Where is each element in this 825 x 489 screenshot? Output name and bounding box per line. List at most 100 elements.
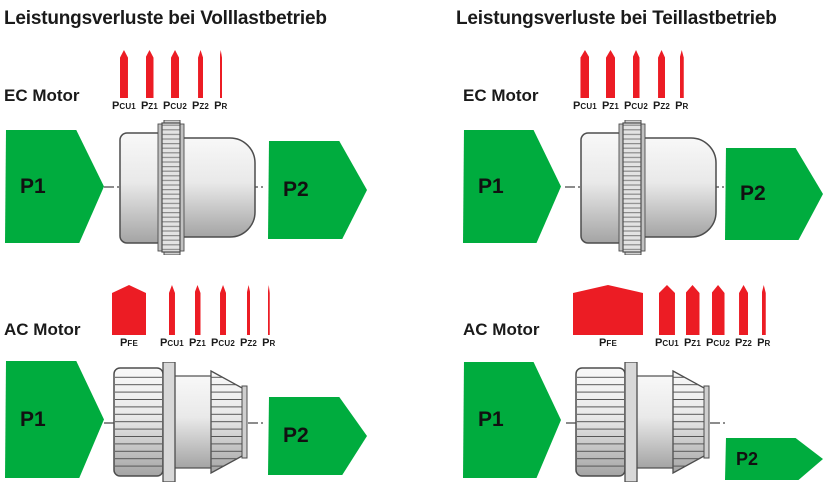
input-power-arrow: P1: [463, 130, 561, 243]
loss-arrow-up-icon: [220, 285, 227, 335]
loss-arrow-up-icon: [580, 50, 590, 98]
motor-label-ec: EC Motor: [4, 86, 80, 105]
output-power-arrow: P2: [268, 141, 367, 239]
loss-arrow-up-icon: [246, 285, 251, 335]
loss-cu2: PCU2: [163, 50, 187, 112]
loss-cu2: PCU2: [706, 285, 730, 349]
title-full-load: Leistungsverluste bei Volllastbetrieb: [4, 8, 327, 29]
loss-arrow-up-icon: [711, 285, 725, 335]
loss-label: PFE: [599, 337, 617, 349]
loss-label: PZ2: [240, 337, 258, 349]
loss-arrow-up-icon: [145, 50, 154, 98]
loss-arrow-up-icon: [685, 285, 700, 335]
quadrant-ac-part-load: AC Motor PFE PCU1 PZ1 PCU2 PZ2 PR P1 P2: [413, 256, 825, 489]
loss-label: PCU2: [624, 100, 648, 112]
input-power-arrow: P1: [5, 361, 104, 478]
loss-label: PCU1: [655, 337, 679, 349]
loss-fe: PFE: [112, 285, 146, 349]
loss-arrow-up-icon: [761, 285, 766, 335]
loss-label: PCU2: [706, 337, 730, 349]
output-power-arrow: P2: [268, 397, 367, 475]
loss-cu1: PCU1: [573, 50, 597, 112]
loss-cu1: PCU1: [112, 50, 136, 112]
loss-arrow-up-icon: [606, 50, 615, 98]
input-power-arrow: P1: [463, 362, 561, 478]
input-power-label: P1: [20, 174, 46, 198]
loss-arrow-up-icon: [119, 50, 128, 98]
loss-r: PR: [262, 285, 275, 349]
loss-label: PCU2: [163, 100, 187, 112]
output-power-label: P2: [736, 448, 759, 469]
loss-label: PZ1: [188, 337, 207, 349]
loss-cu2: PCU2: [624, 50, 648, 112]
loss-r: PR: [214, 50, 227, 112]
title-part-load: Leistungsverluste bei Teillastbetrieb: [456, 8, 777, 29]
motor-label-ec: EC Motor: [463, 86, 539, 105]
loss-arrow-up-icon: [632, 50, 640, 98]
loss-arrow-up-icon: [198, 50, 204, 98]
quadrant-ec-full-load: Leistungsverluste bei Volllastbetrieb EC…: [0, 0, 412, 256]
input-power-label: P1: [20, 407, 46, 431]
loss-arrow-up-icon: [171, 50, 180, 98]
loss-cu2: PCU2: [211, 285, 235, 349]
output-power-label: P2: [283, 178, 309, 201]
loss-z2: PZ2: [240, 285, 257, 349]
motor-label-ac: AC Motor: [463, 320, 540, 339]
loss-z1: PZ1: [189, 285, 206, 349]
loss-label: PCU1: [573, 100, 597, 112]
output-power-arrow: P2: [725, 438, 823, 480]
loss-arrow-up-icon: [219, 50, 222, 98]
loss-label: PZ1: [140, 100, 159, 112]
output-power-arrow: P2: [725, 148, 823, 240]
loss-arrow-up-icon: [739, 285, 749, 335]
loss-arrows-group: PFE PCU1 PZ1 PCU2 PZ2 PR: [112, 285, 275, 349]
loss-z1: PZ1: [602, 50, 619, 112]
loss-fe: PFE: [573, 285, 643, 349]
loss-label: PR: [757, 337, 771, 349]
loss-arrow-up-icon: [112, 285, 146, 335]
ec-motor-illustration: [565, 120, 727, 255]
loss-label: PFE: [120, 337, 138, 349]
loss-z1: PZ1: [141, 50, 158, 112]
loss-arrow-up-icon: [267, 285, 270, 335]
loss-label: PR: [675, 100, 689, 112]
loss-label: PZ2: [735, 337, 753, 349]
loss-arrow-up-icon: [658, 50, 666, 98]
loss-arrow-up-icon: [679, 50, 684, 98]
loss-label: PZ1: [683, 337, 702, 349]
loss-label: PR: [214, 100, 228, 112]
input-power-label: P1: [478, 408, 504, 431]
loss-cu1: PCU1: [655, 285, 679, 349]
loss-label: PCU1: [160, 337, 184, 349]
input-power-arrow: P1: [5, 130, 104, 243]
loss-z1: PZ1: [684, 285, 701, 349]
loss-cu1: PCU1: [160, 285, 184, 349]
loss-label: PZ1: [601, 100, 620, 112]
loss-arrow-up-icon: [194, 285, 201, 335]
loss-label: PR: [262, 337, 276, 349]
quadrant-ec-part-load: Leistungsverluste bei Teillastbetrieb EC…: [413, 0, 825, 256]
loss-z2: PZ2: [192, 50, 209, 112]
output-power-label: P2: [283, 424, 309, 447]
ac-motor-illustration: [104, 362, 266, 482]
loss-r: PR: [675, 50, 688, 112]
quadrant-ac-full-load: AC Motor PFE PCU1 PZ1 PCU2 PZ2 PR P1 P2: [0, 256, 412, 489]
loss-arrow-up-icon: [573, 285, 643, 335]
loss-label: PZ2: [653, 100, 671, 112]
ac-motor-illustration: [566, 362, 728, 482]
loss-label: PCU2: [211, 337, 235, 349]
loss-z2: PZ2: [653, 50, 670, 112]
loss-r: PR: [757, 285, 770, 349]
output-power-label: P2: [740, 182, 766, 205]
loss-z2: PZ2: [735, 285, 752, 349]
loss-arrows-group: PFE PCU1 PZ1 PCU2 PZ2 PR: [573, 285, 770, 349]
loss-arrow-up-icon: [658, 285, 675, 335]
ec-motor-illustration: [104, 120, 266, 255]
loss-label: PCU1: [112, 100, 136, 112]
motor-label-ac: AC Motor: [4, 320, 81, 339]
loss-arrows-group: PCU1 PZ1 PCU2 PZ2 PR: [573, 50, 688, 112]
loss-arrow-up-icon: [168, 285, 175, 335]
input-power-label: P1: [478, 174, 504, 198]
